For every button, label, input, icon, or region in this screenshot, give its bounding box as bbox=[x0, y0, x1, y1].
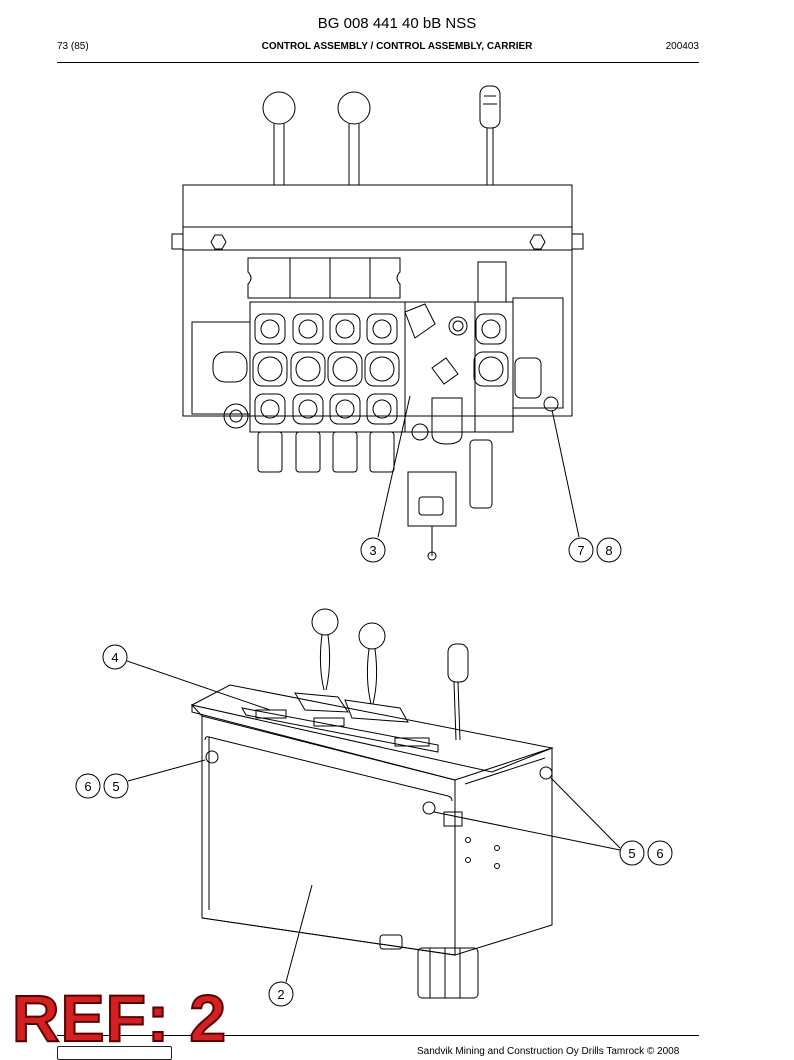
footer-copyright: Sandvik Mining and Construction Oy Drill… bbox=[417, 1046, 680, 1057]
header-rule bbox=[57, 62, 699, 63]
callout-6-right bbox=[647, 840, 673, 866]
bottom-view-control-box bbox=[190, 608, 554, 999]
callout-7 bbox=[568, 537, 594, 563]
page-title: CONTROL ASSEMBLY / CONTROL ASSEMBLY, CAR… bbox=[261, 41, 533, 52]
top-callout-leaders bbox=[377, 395, 580, 538]
callout-6-right-label: 6 bbox=[656, 846, 663, 861]
bottom-callout-leaders bbox=[126, 660, 621, 983]
callout-3-label: 3 bbox=[369, 543, 376, 558]
callout-6-left-label: 6 bbox=[84, 779, 91, 794]
callout-5-right bbox=[619, 840, 645, 866]
document-code: 200403 bbox=[665, 41, 699, 52]
footer-rule bbox=[57, 1035, 699, 1036]
callout-2 bbox=[268, 981, 294, 1007]
callout-5-left bbox=[103, 773, 129, 799]
callout-2-label: 2 bbox=[277, 987, 284, 1002]
callout-6-left bbox=[75, 773, 101, 799]
page-number: 73 (85) bbox=[57, 41, 89, 52]
valve-sections bbox=[212, 303, 559, 441]
callout-3 bbox=[360, 537, 386, 563]
callout-7-label: 7 bbox=[577, 543, 584, 558]
callout-4 bbox=[102, 644, 128, 670]
callout-8-label: 8 bbox=[605, 543, 612, 558]
callout-4-label: 4 bbox=[111, 650, 118, 665]
ref-stamp: REF: 2 bbox=[11, 981, 228, 1055]
callout-5-left-label: 5 bbox=[112, 779, 119, 794]
callout-5-right-label: 5 bbox=[628, 846, 635, 861]
callout-8 bbox=[596, 537, 622, 563]
top-view-valve-assembly bbox=[171, 85, 584, 561]
document-id: BG 008 441 40 bB NSS bbox=[317, 15, 477, 32]
